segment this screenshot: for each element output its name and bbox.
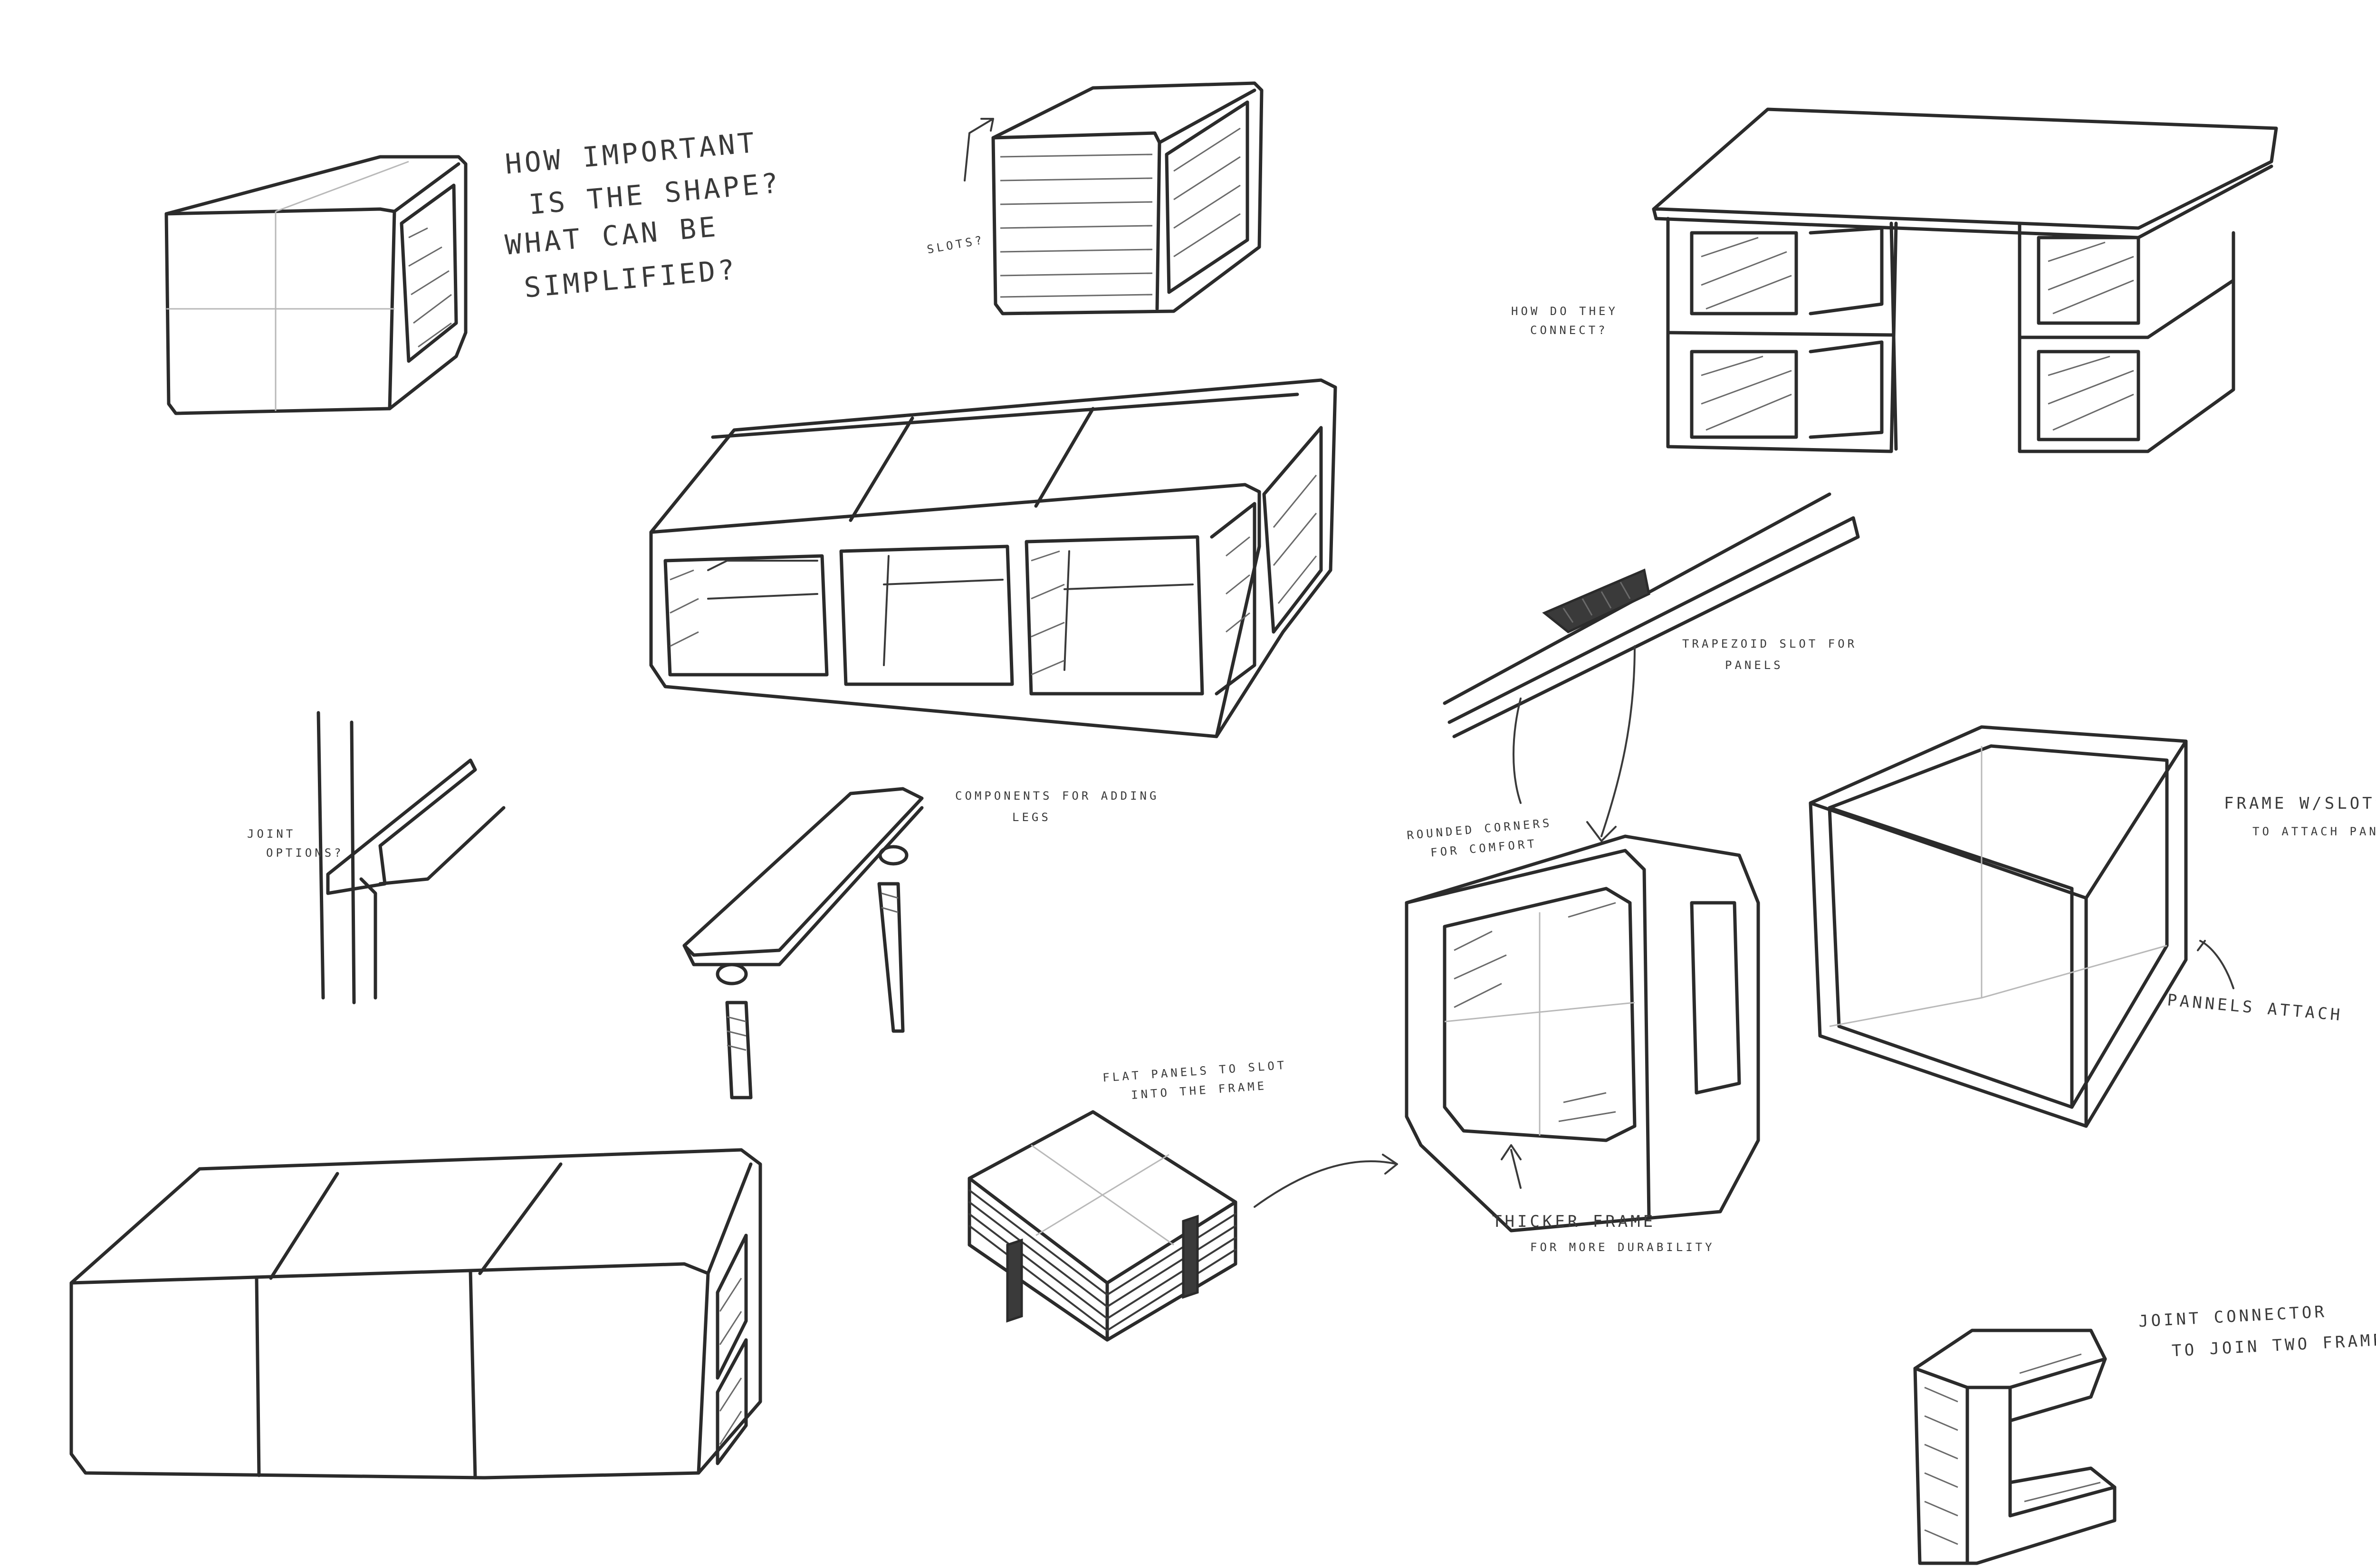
single-rounded-cube-sketch: [164, 155, 468, 415]
joint-options-sketch: [316, 711, 506, 1004]
note-thicker-frame-1: Thicker frame: [1492, 1212, 1656, 1231]
note-components-legs-1: Components for adding: [955, 789, 1159, 803]
note-frame-slots-1: Frame w/slots: [2224, 794, 2376, 813]
flat-panel-stack-sketch: [968, 1110, 1398, 1342]
note-how-connect-1: How do they: [1511, 305, 1618, 318]
leg-components-sketch: [682, 787, 924, 1100]
c-joint-connector-sketch: [1913, 1329, 2117, 1565]
note-joint-options-2: options?: [266, 846, 344, 860]
note-frame-slots-2: to attach panels: [2252, 825, 2376, 838]
rounded-frame-closeup-sketch: [1405, 834, 1760, 1233]
long-closed-bench-sketch: [69, 1148, 762, 1480]
note-thicker-frame-2: for more durability: [1530, 1241, 1715, 1254]
trapezoid-rail-sketch: [1443, 492, 1860, 842]
note-trapezoid-2: panels: [1725, 659, 1783, 672]
note-components-legs-2: legs: [1012, 811, 1051, 824]
three-bay-bench-sketch: [649, 378, 1337, 738]
note-trapezoid-1: Trapezoid slot for: [1682, 637, 1858, 650]
note-how-connect-2: connect?: [1530, 324, 1608, 337]
note-joint-options-1: Joint: [247, 827, 296, 841]
wire-frame-sketch: [1809, 725, 2234, 1128]
slatted-cube-sketch: [964, 81, 1264, 316]
desk-stacked-modules-sketch: [1652, 107, 2278, 453]
